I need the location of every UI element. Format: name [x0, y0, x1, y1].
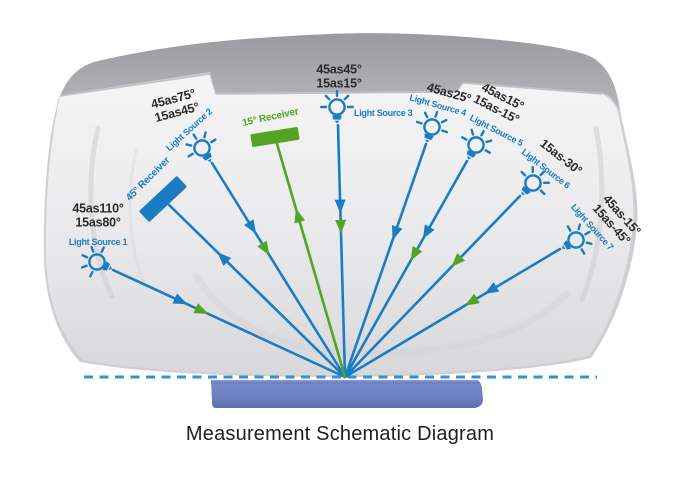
- contour-line: [88, 125, 115, 299]
- light-source-3: 45as45°15as15° Light Source 3: [316, 63, 413, 379]
- device-top-band: [56, 33, 621, 113]
- light-ray: [343, 247, 562, 379]
- contour-line: [192, 272, 570, 357]
- green-arrowhead: [451, 253, 466, 267]
- green-arrowhead: [464, 293, 480, 306]
- green-arrowhead: [335, 219, 347, 234]
- light-ray: [210, 161, 347, 379]
- figure-caption: Measurement Schematic Diagram: [185, 423, 495, 445]
- angle-label-group: 45as45°15as15°: [316, 63, 362, 91]
- green-arrowhead: [294, 208, 306, 224]
- sample-base: [211, 380, 483, 408]
- receiver-ray: [273, 135, 347, 379]
- green-arrowhead: [193, 303, 209, 315]
- light-source-name: Light Source 1: [69, 237, 128, 247]
- receiver-bar: [139, 176, 187, 222]
- receiver-ray: [161, 197, 347, 379]
- light-ray: [343, 159, 469, 379]
- angle-label: 45as45°: [316, 63, 362, 77]
- green-arrowhead: [410, 245, 423, 261]
- blue-arrowhead: [217, 252, 232, 266]
- light-ray: [336, 123, 347, 379]
- angle-label: 45as110°: [72, 202, 124, 216]
- angle-label: 15as80°: [75, 216, 121, 230]
- blue-arrowhead: [244, 219, 257, 234]
- angle-label: 15as15°: [316, 77, 362, 91]
- blue-arrowhead: [391, 225, 403, 241]
- light-ray: [111, 268, 347, 379]
- contour-line: [579, 125, 605, 303]
- measurement-schematic: 45as110°15as80°Light Source 145as75°15as…: [43, 33, 644, 408]
- angle-label-group: 45as110°15as80°: [72, 202, 124, 230]
- blue-arrowhead: [484, 282, 500, 295]
- light-ray: [343, 194, 522, 379]
- light-source-name: Light Source 3: [354, 108, 413, 118]
- light-ray: [343, 142, 428, 379]
- blue-arrowhead: [172, 293, 188, 305]
- light-source-1: 45as110°15as80° Light Source 1: [69, 202, 347, 379]
- blue-arrowhead: [334, 199, 346, 214]
- green-arrowhead: [257, 240, 270, 256]
- receiver-bar: [250, 127, 300, 147]
- blue-arrowhead: [422, 224, 435, 240]
- contour-line: [128, 148, 148, 290]
